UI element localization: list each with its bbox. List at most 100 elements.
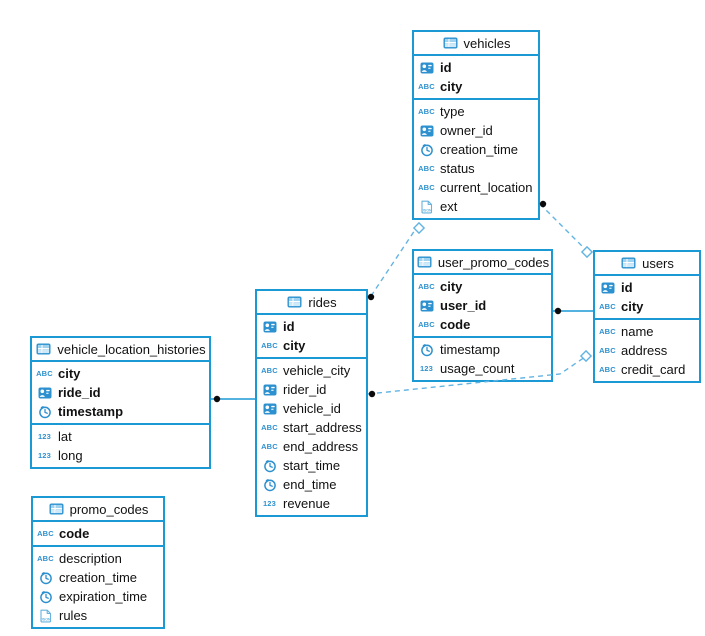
field-row-user_id[interactable]: user_id (414, 296, 551, 315)
relationship-vehicle_location_histories-to-rides[interactable] (211, 395, 255, 403)
table-icon (286, 296, 303, 308)
table-header-promo_codes[interactable]: promo_codes (33, 498, 163, 522)
table-icon (443, 37, 458, 49)
many-side-dot-marker (554, 307, 562, 315)
number-123-icon: 123 (37, 432, 52, 441)
table-header-rides[interactable]: rides (257, 291, 366, 315)
number-123-icon: 123 (262, 499, 277, 508)
field-name: end_address (283, 439, 359, 454)
clock-icon (38, 405, 51, 418)
field-row-ext[interactable]: JSON ext (414, 197, 538, 216)
field-name: timestamp (440, 342, 500, 357)
relationship-line[interactable] (539, 203, 588, 252)
field-row-timestamp[interactable]: timestamp (32, 402, 209, 421)
uuid-id-card-icon (599, 282, 616, 294)
string-abc-icon: ABC (261, 423, 278, 432)
field-row-ride_id[interactable]: ride_id (32, 383, 209, 402)
string-abc-icon: ABC (261, 366, 278, 375)
field-row-id[interactable]: id (257, 317, 366, 336)
field-name: code (59, 526, 90, 541)
field-row-creation_time[interactable]: creation_time (33, 568, 163, 587)
table-icon (35, 343, 52, 355)
field-row-vehicle_id[interactable]: vehicle_id (257, 399, 366, 418)
table-header-vehicles[interactable]: vehicles (414, 32, 538, 56)
table-icon (417, 256, 432, 268)
field-name: start_time (283, 458, 341, 473)
field-row-revenue[interactable]: 123 revenue (257, 494, 366, 513)
table-icon (49, 503, 64, 515)
field-row-start_address[interactable]: ABC start_address (257, 418, 366, 437)
string-abc-icon: ABC (36, 369, 53, 378)
field-row-id[interactable]: id (414, 58, 538, 77)
table-title: users (642, 255, 674, 271)
table-header-users[interactable]: users (595, 252, 699, 276)
uuid-id-card-icon (418, 125, 435, 137)
clock-icon (418, 343, 435, 357)
string-abc-icon: ABC (418, 183, 435, 192)
clock-icon (263, 459, 276, 472)
many-side-dot-marker (368, 390, 376, 398)
field-name: revenue (283, 496, 330, 511)
uuid-id-card-icon (36, 387, 53, 399)
table-title: vehicle_location_histories (57, 341, 206, 357)
field-name: end_time (283, 477, 337, 492)
field-row-city[interactable]: ABC city (32, 364, 209, 383)
field-name: owner_id (440, 123, 493, 138)
field-name: city (58, 366, 81, 381)
field-row-id[interactable]: id (595, 278, 699, 297)
string-abc-icon: ABC (418, 320, 435, 329)
relationship-user_promo_codes-to-users[interactable] (553, 307, 593, 315)
svg-text:JSON: JSON (422, 208, 432, 212)
table-title: promo_codes (69, 501, 149, 517)
table-title: vehicles (463, 35, 511, 51)
field-row-expiration_time[interactable]: expiration_time (33, 587, 163, 606)
table-header-user_promo_codes[interactable]: user_promo_codes (414, 251, 551, 275)
table-header-vehicle_location_histories[interactable]: vehicle_location_histories (32, 338, 209, 362)
uuid-id-card-icon (420, 300, 433, 311)
field-name: start_address (283, 420, 362, 435)
field-row-rules[interactable]: JSON rules (33, 606, 163, 625)
field-name: creation_time (440, 142, 519, 157)
field-name: address (621, 343, 668, 358)
string-abc-icon: ABC (418, 282, 435, 291)
field-row-timestamp[interactable]: timestamp (414, 340, 551, 359)
field-name: long (58, 448, 83, 463)
uuid-id-card-icon (261, 384, 278, 396)
field-row-rider_id[interactable]: rider_id (257, 380, 366, 399)
table-icon (36, 343, 51, 355)
field-row-creation_time[interactable]: creation_time (414, 140, 538, 159)
field-row-owner_id[interactable]: owner_id (414, 121, 538, 140)
uuid-id-card-icon (261, 321, 278, 333)
field-row-start_time[interactable]: start_time (257, 456, 366, 475)
field-row-end_time[interactable]: end_time (257, 475, 366, 494)
